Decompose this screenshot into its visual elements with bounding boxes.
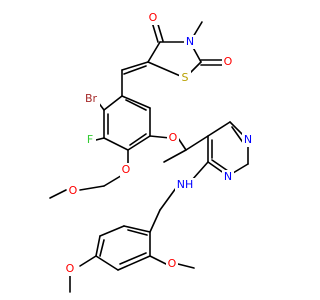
methoxy-right-oxygen-label: O [166, 257, 178, 271]
mom-methyl-oxygen-label: O [67, 184, 79, 198]
thione-oxygen-label: O [222, 55, 234, 69]
fluorine-text: F [87, 133, 93, 146]
ring-sulfur-label: S [179, 71, 191, 85]
pyrimidine-ring [207, 121, 249, 177]
mom-aryl-oxygen-text: O [122, 163, 131, 176]
amine-nh-label: NH [175, 178, 195, 192]
imide-nitrogen-text: N [186, 35, 194, 48]
ketone-oxygen-label: O [147, 11, 159, 25]
thione-oxygen-text: O [224, 55, 233, 68]
ether-linker [163, 135, 209, 163]
ether-link-oxygen-label: O [167, 131, 179, 145]
ring-sulfur-text: S [182, 71, 189, 84]
fluorine-label: F [84, 133, 96, 147]
dimethoxyphenyl-ring [69, 209, 195, 293]
central-benzene-ring [95, 69, 171, 165]
thiazolidinedione-ring [147, 20, 223, 79]
methoxy-right-oxygen-text: O [168, 257, 177, 270]
molecule-canvas: O N O S Br F O O [49, 11, 254, 293]
methoxy-left-oxygen-text: O [66, 262, 75, 275]
methoxy-left-oxygen-label: O [64, 262, 76, 276]
atom-labels: O N O S Br F O O [64, 11, 254, 276]
pyrimidine-bottom-nitrogen-label: N [222, 170, 234, 184]
molecule-structure: O N O S Br F O O [49, 11, 254, 293]
amine-nh-text: NH [177, 178, 194, 191]
methoxymethoxy-group [49, 173, 125, 199]
mom-aryl-oxygen-label: O [120, 163, 132, 177]
amine-linker [159, 161, 209, 211]
bromine-text: Br [85, 92, 98, 105]
ketone-oxygen-text: O [149, 11, 158, 24]
pyrimidine-bottom-nitrogen-text: N [224, 170, 232, 183]
mom-methyl-oxygen-text: O [69, 184, 78, 197]
pyrimidine-top-nitrogen-label: N [242, 133, 254, 147]
exocyclic-double-bond [121, 61, 149, 75]
pyrimidine-top-nitrogen-text: N [244, 133, 252, 146]
imide-nitrogen-label: N [184, 35, 196, 49]
ether-link-oxygen-text: O [169, 131, 178, 144]
bromine-label: Br [82, 92, 100, 106]
